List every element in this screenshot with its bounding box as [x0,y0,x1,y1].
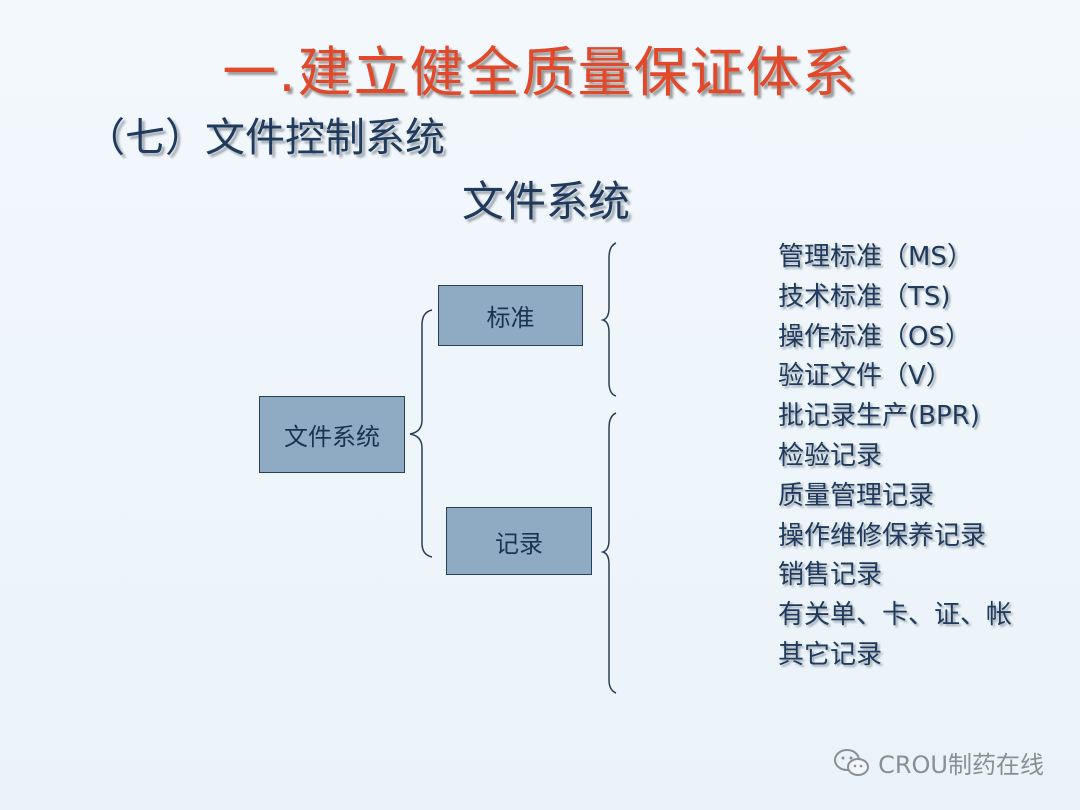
list-item: 有关单、卡、证、帐 [778,600,1013,631]
node-record: 记录 [446,507,592,575]
list-item: 质量管理记录 [778,480,935,511]
node-standard: 标准 [438,285,583,346]
list-item: 技术标准（TS) [778,281,951,312]
section-subtitle: （七）文件控制系统 [85,115,445,161]
left-brace [409,309,433,558]
node-document-system: 文件系统 [259,396,405,473]
list-item: 批记录生产(BPR) [778,401,980,432]
list-item: 验证文件（V） [778,361,952,392]
list-item: 检验记录 [778,440,883,471]
list-item: 销售记录 [778,560,883,591]
upper-right-brace [600,242,617,397]
slide-title: 一.建立健全质量保证体系 [222,41,858,104]
list-item: 操作维修保养记录 [778,520,987,551]
document-list: 管理标准（MS） 技术标准（TS) 操作标准（OS） 验证文件（V） 批记录生产… [778,238,1012,676]
watermark: CROU制药在线 [832,745,1044,780]
list-item: 其它记录 [778,639,883,670]
wechat-icon [834,748,870,776]
lower-right-brace [600,412,617,694]
list-item: 管理标准（MS） [778,242,973,272]
diagram-title: 文件系统 [462,177,631,226]
watermark-text: CROU制药在线 [878,751,1044,779]
list-item: 操作标准（OS） [778,321,971,352]
